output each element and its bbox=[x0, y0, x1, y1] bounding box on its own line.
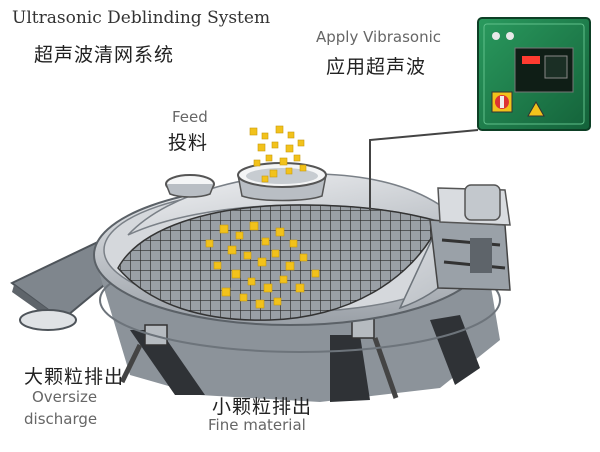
feed-label: Feed bbox=[172, 108, 208, 126]
secondary-inlet bbox=[165, 174, 215, 198]
title-english: Ultrasonic Deblinding System bbox=[12, 8, 271, 28]
screen-particles bbox=[205, 221, 320, 309]
ultrasonic-control-box bbox=[477, 17, 591, 131]
title-chinese: 超声波清网系统 bbox=[34, 44, 175, 66]
oversize-discharge-label-zh: 大颗粒排出 bbox=[24, 366, 125, 388]
vibrasonic-leader-line bbox=[369, 129, 479, 210]
feed-inlet bbox=[237, 162, 327, 202]
oversize-discharge-label-line1: Oversize bbox=[32, 388, 98, 406]
feed-particles bbox=[249, 125, 307, 183]
motor-unit bbox=[429, 184, 511, 291]
feed-label-zh: 投料 bbox=[168, 132, 209, 154]
apply-vibrasonic-label: Apply Vibrasonic bbox=[316, 28, 442, 46]
oversize-discharge-label-line2: discharge bbox=[24, 410, 98, 428]
fine-material-label: Fine material bbox=[208, 416, 306, 434]
apply-vibrasonic-label-zh: 应用超声波 bbox=[326, 56, 427, 78]
fine-material-label-zh: 小颗粒排出 bbox=[212, 396, 313, 418]
